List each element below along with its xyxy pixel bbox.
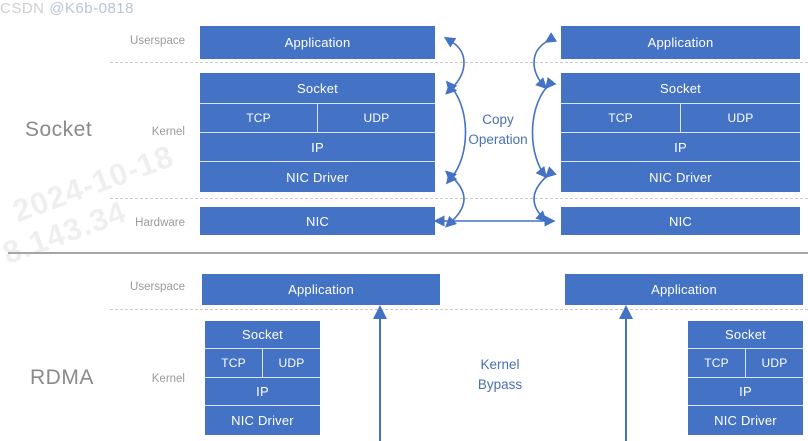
section-divider — [8, 252, 808, 254]
section-caption-socket: Socket — [25, 118, 93, 141]
watermark-csdn: CSDN @K6b-0818 — [0, 0, 808, 17]
box-socket-rdma-left: Socket — [205, 321, 320, 348]
layer-label-hardware-socket: Hardware — [135, 217, 185, 229]
watermark-csdn-prefix: CSDN — [0, 0, 45, 17]
layer-label-kernel-rdma: Kernel — [151, 373, 185, 385]
box-tcp-rdma-right: TCP — [688, 349, 745, 377]
layer-label-userspace-socket: Userspace — [130, 35, 185, 47]
box-udp-socket-right: UDP — [681, 104, 800, 132]
annotation-kernel-bypass: Kernel Bypass — [440, 355, 560, 394]
box-tcp-rdma-left: TCP — [205, 349, 262, 377]
annotation-copy-operation-line2: Operation — [468, 131, 528, 147]
stack-separator — [200, 161, 435, 162]
annotation-copy-operation-line1: Copy — [482, 112, 514, 127]
layer-label-userspace-rdma: Userspace — [130, 281, 185, 293]
annotation-copy-operation: Copy Operation — [438, 110, 558, 149]
stack-separator-vertical — [745, 349, 746, 377]
stack-separator — [688, 348, 803, 349]
stack-separator — [205, 348, 320, 349]
section-caption-rdma: RDMA — [30, 366, 94, 389]
stack-separator — [688, 377, 803, 378]
box-ip-socket-right: IP — [561, 133, 800, 161]
stack-separator-vertical — [262, 349, 263, 377]
box-nic-driver-rdma-right: NIC Driver — [688, 406, 803, 435]
stack-separator-vertical — [680, 104, 681, 132]
box-tcp-socket-left: TCP — [200, 104, 317, 132]
stack-separator — [561, 132, 800, 133]
box-udp-rdma-right: UDP — [746, 349, 803, 377]
stack-separator — [205, 377, 320, 378]
boundary-kernel-hardware-socket — [110, 198, 808, 199]
annotation-kernel-bypass-line2: Bypass — [477, 376, 523, 392]
box-udp-rdma-left: UDP — [263, 349, 320, 377]
stack-separator — [561, 161, 800, 162]
stack-separator — [205, 405, 320, 406]
box-ip-rdma-right: IP — [688, 378, 803, 405]
box-nic-driver-socket-left: NIC Driver — [200, 162, 435, 192]
box-nic-driver-rdma-left: NIC Driver — [205, 406, 320, 435]
stack-separator-vertical — [317, 104, 318, 132]
box-socket-socket-left: Socket — [200, 73, 435, 103]
annotation-kernel-bypass-line1: Kernel — [480, 357, 520, 372]
layer-label-kernel-socket: Kernel — [151, 126, 185, 138]
box-socket-rdma-right: Socket — [688, 321, 803, 348]
watermark-ip: 8.143.34 — [0, 193, 131, 271]
box-application-rdma-right: Application — [565, 274, 803, 305]
box-application-rdma-left: Application — [202, 274, 440, 305]
stack-separator — [200, 103, 435, 104]
watermark-csdn-handle: @K6b-0818 — [49, 0, 134, 17]
box-application-socket-left: Application — [200, 26, 435, 59]
box-ip-rdma-left: IP — [205, 378, 320, 405]
box-tcp-socket-right: TCP — [561, 104, 680, 132]
boundary-userspace-kernel-socket — [110, 62, 808, 63]
stack-separator — [200, 132, 435, 133]
stack-separator — [561, 103, 800, 104]
stack-separator — [688, 405, 803, 406]
box-ip-socket-left: IP — [200, 133, 435, 161]
box-socket-socket-right: Socket — [561, 73, 800, 103]
boundary-userspace-kernel-rdma — [110, 309, 808, 310]
box-udp-socket-left: UDP — [318, 104, 435, 132]
box-nic-socket-left: NIC — [200, 207, 435, 235]
box-nic-driver-socket-right: NIC Driver — [561, 162, 800, 192]
box-nic-socket-right: NIC — [561, 207, 800, 235]
box-application-socket-right: Application — [561, 26, 800, 59]
